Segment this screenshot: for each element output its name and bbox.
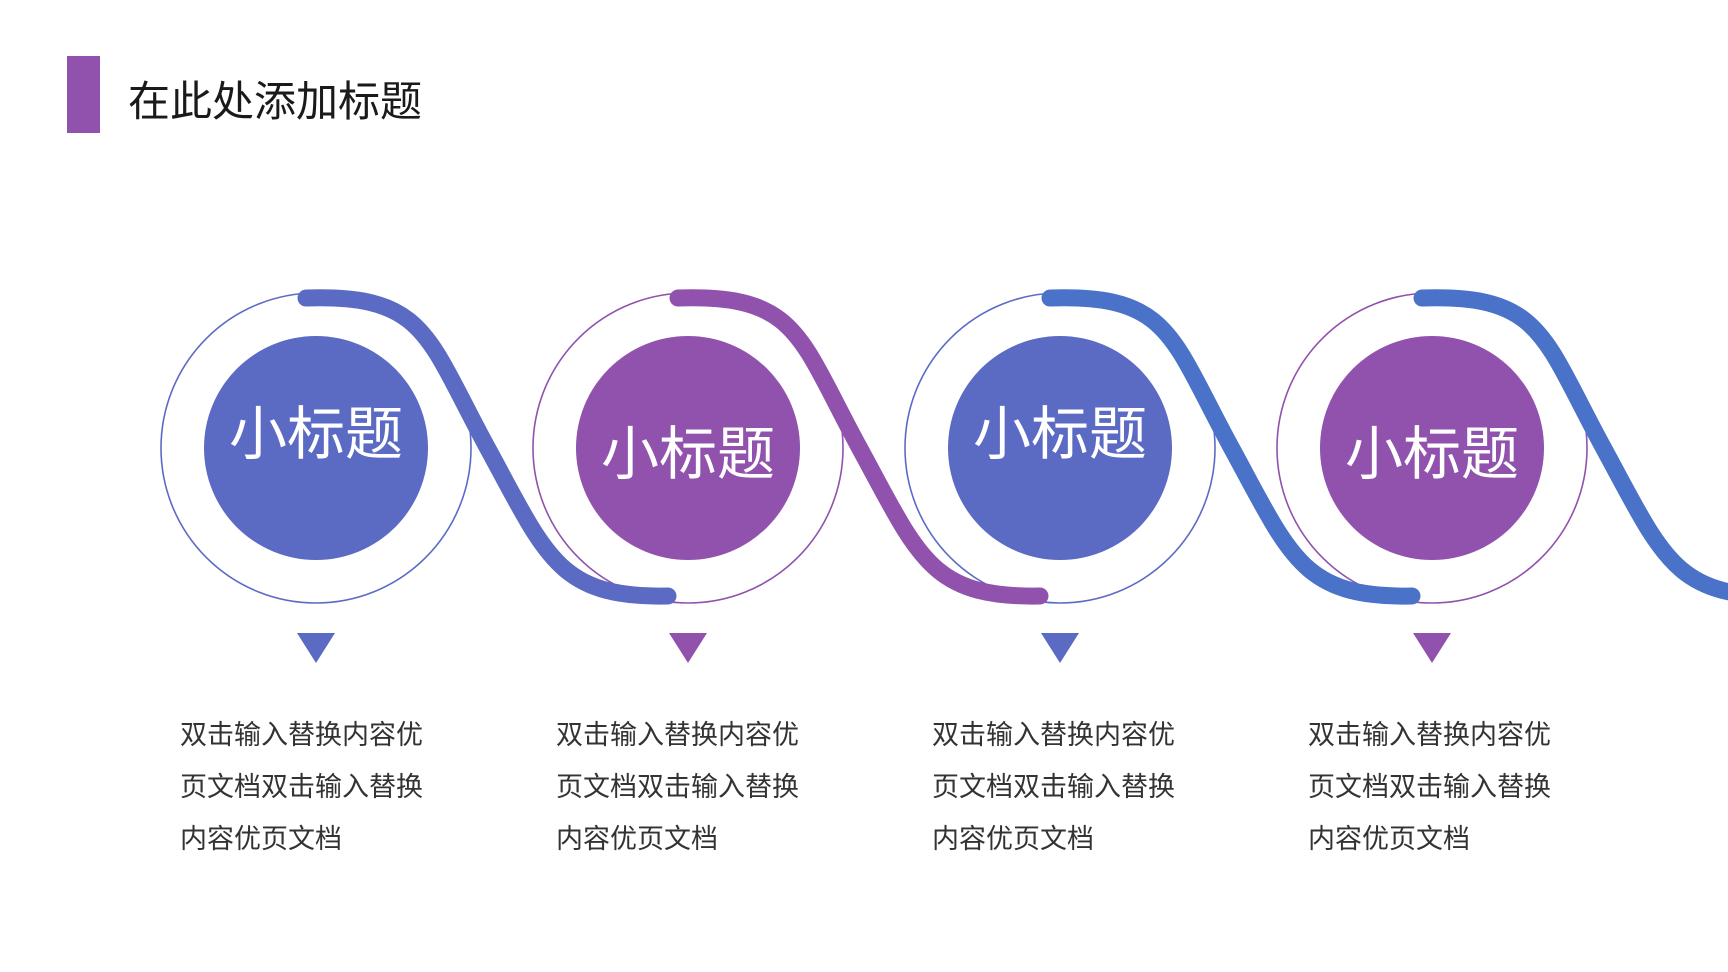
- step-description-line: 双击输入替换内容优: [932, 720, 1175, 751]
- wave-connector: [1413, 289, 1728, 601]
- step-description-line: 内容优页文档: [556, 824, 718, 855]
- down-triangle-icon: [297, 633, 335, 663]
- step-description-line: 页文档双击输入替换: [556, 772, 799, 803]
- step-disc: [948, 336, 1172, 560]
- step-description-line: 内容优页文档: [932, 824, 1094, 855]
- step-description-line: 页文档双击输入替换: [1308, 772, 1551, 803]
- step-description-line: 内容优页文档: [1308, 824, 1470, 855]
- step-disc: [204, 336, 428, 560]
- step-description[interactable]: 双击输入替换内容优页文档双击输入替换内容优页文档: [556, 710, 846, 866]
- step-description-line: 双击输入替换内容优: [556, 720, 799, 751]
- down-triangle-icon: [669, 633, 707, 663]
- step-label[interactable]: 小标题: [229, 400, 403, 468]
- down-triangle-icon: [1413, 633, 1451, 663]
- step-label[interactable]: 小标题: [973, 400, 1147, 468]
- step-label[interactable]: 小标题: [601, 420, 775, 488]
- step-description[interactable]: 双击输入替换内容优页文档双击输入替换内容优页文档: [932, 710, 1222, 866]
- step-description[interactable]: 双击输入替换内容优页文档双击输入替换内容优页文档: [1308, 710, 1598, 866]
- step-description[interactable]: 双击输入替换内容优页文档双击输入替换内容优页文档: [180, 710, 470, 866]
- step-description-line: 页文档双击输入替换: [180, 772, 423, 803]
- title-accent-bar: [67, 56, 100, 133]
- wave-connector: [1041, 289, 1421, 605]
- step-description-line: 双击输入替换内容优: [180, 720, 423, 751]
- page-title[interactable]: 在此处添加标题: [128, 77, 423, 126]
- step-label[interactable]: 小标题: [1345, 420, 1519, 488]
- step-description-line: 内容优页文档: [180, 824, 342, 855]
- step-disc: [1320, 336, 1544, 560]
- down-triangle-icon: [1041, 633, 1079, 663]
- step-disc: [576, 336, 800, 560]
- wave-connector: [669, 289, 1049, 605]
- wave-connector: [297, 289, 677, 605]
- step-description-line: 页文档双击输入替换: [932, 772, 1175, 803]
- step-description-line: 双击输入替换内容优: [1308, 720, 1551, 751]
